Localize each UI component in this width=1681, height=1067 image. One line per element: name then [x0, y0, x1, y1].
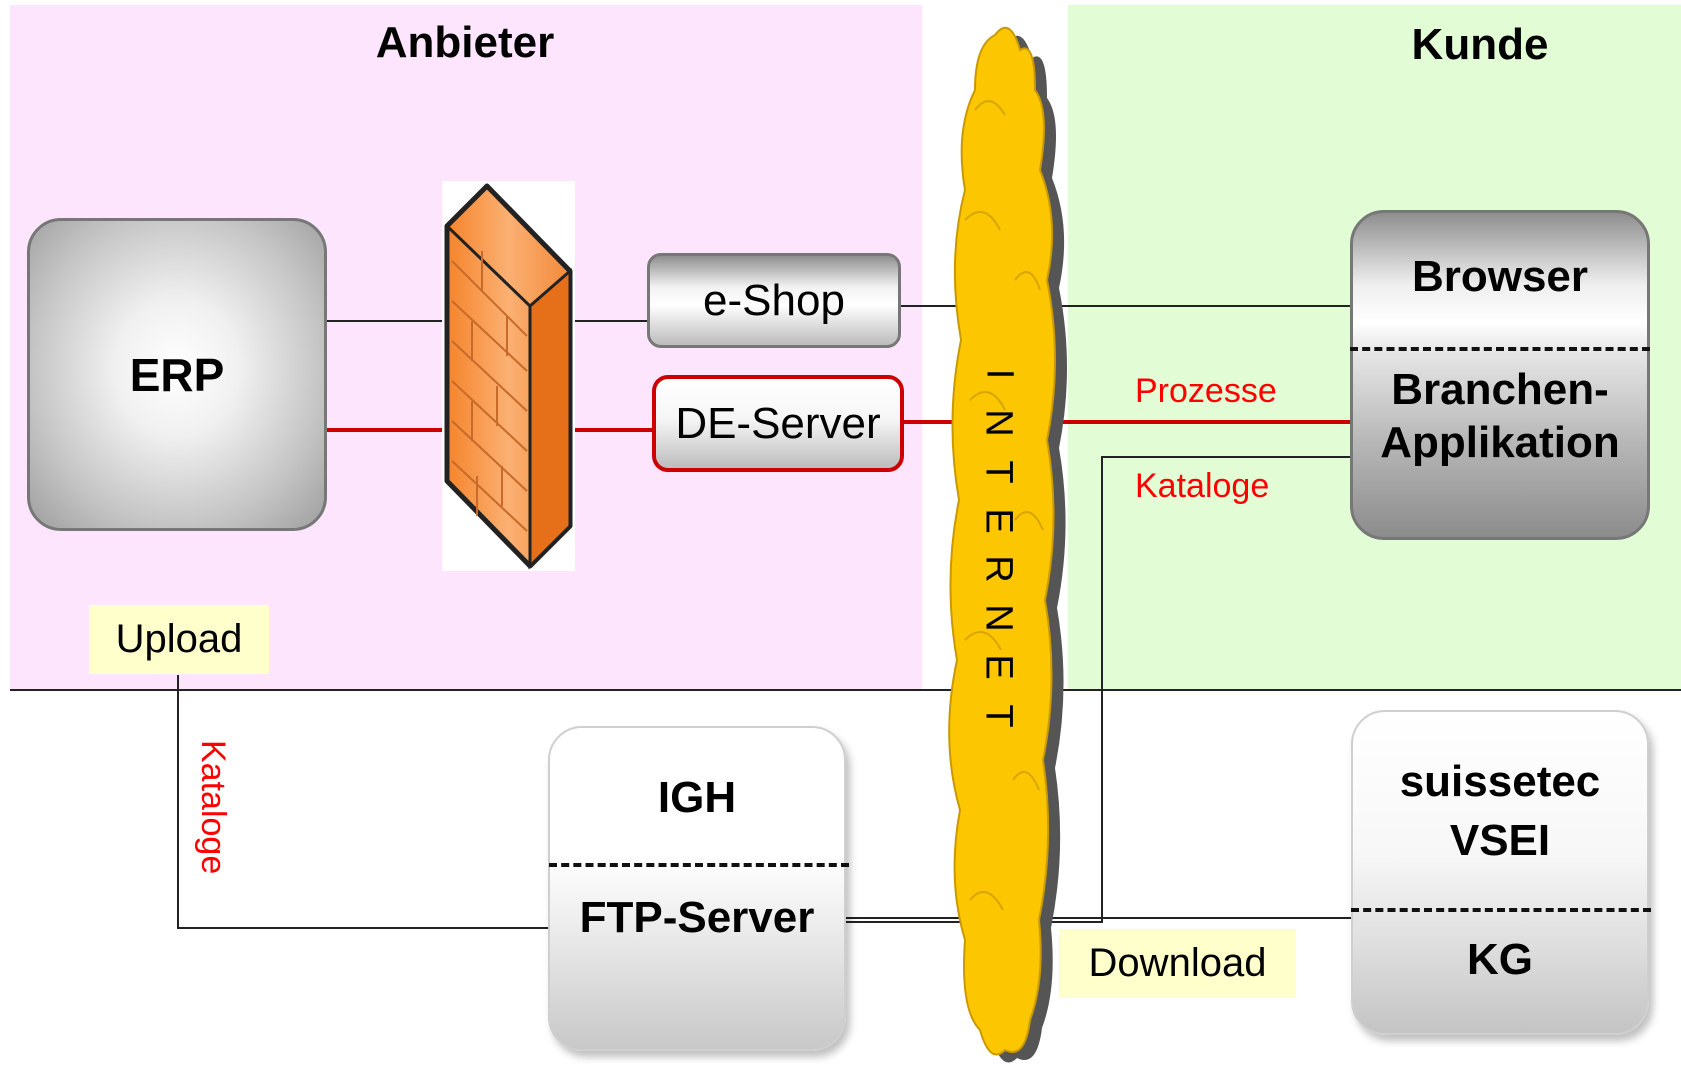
vsei-label: VSEI — [1449, 816, 1551, 865]
internet-letter: N — [977, 604, 1020, 632]
kataloge-left-label: Kataloge — [194, 740, 232, 875]
download-label: Download — [1059, 929, 1296, 998]
internet-label: I N T E R N E T — [975, 355, 1023, 735]
zone-title-anbieter: Anbieter — [375, 18, 555, 67]
internet-letter: N — [977, 409, 1020, 437]
igh-label: IGH — [657, 773, 737, 822]
vsei-divider — [1351, 908, 1651, 912]
firewall-icon — [442, 181, 575, 571]
internet-letter: E — [977, 507, 1020, 534]
de-server-label: DE-Server — [675, 398, 881, 448]
branchen-label: Branchen- — [1391, 364, 1609, 414]
kg-label: KG — [1467, 935, 1533, 984]
internet-letter: T — [978, 460, 1020, 484]
igh-divider — [549, 863, 849, 867]
internet-letter: T — [978, 704, 1020, 728]
igh-node — [548, 726, 846, 1051]
erp-node: ERP — [27, 218, 327, 531]
suissetec-node — [1351, 710, 1649, 1035]
internet-letter: E — [977, 654, 1020, 680]
applikation-label: Applikation — [1380, 417, 1620, 467]
suissetec-label: suissetec — [1399, 757, 1601, 806]
kataloge-right-label: Kataloge — [1135, 467, 1270, 505]
eshop-node: e-Shop — [647, 253, 901, 348]
browser-node: Browser Branchen- Applikation — [1350, 210, 1650, 540]
upload-line — [177, 675, 548, 929]
browser-label: Browser — [1411, 252, 1589, 301]
zone-title-kunde: Kunde — [1411, 20, 1549, 69]
de-server-node: DE-Server — [652, 375, 904, 472]
erp-label: ERP — [129, 348, 225, 401]
browser-divider — [1350, 347, 1650, 351]
upload-label: Upload — [89, 605, 269, 674]
ftp-server-label: FTP-Server — [579, 893, 815, 942]
prozesse-label: Prozesse — [1135, 372, 1277, 410]
eshop-label: e-Shop — [703, 275, 845, 325]
cloud-icon — [948, 26, 1067, 1063]
internet-letter: I — [978, 368, 1020, 380]
internet-letter: R — [977, 555, 1020, 584]
